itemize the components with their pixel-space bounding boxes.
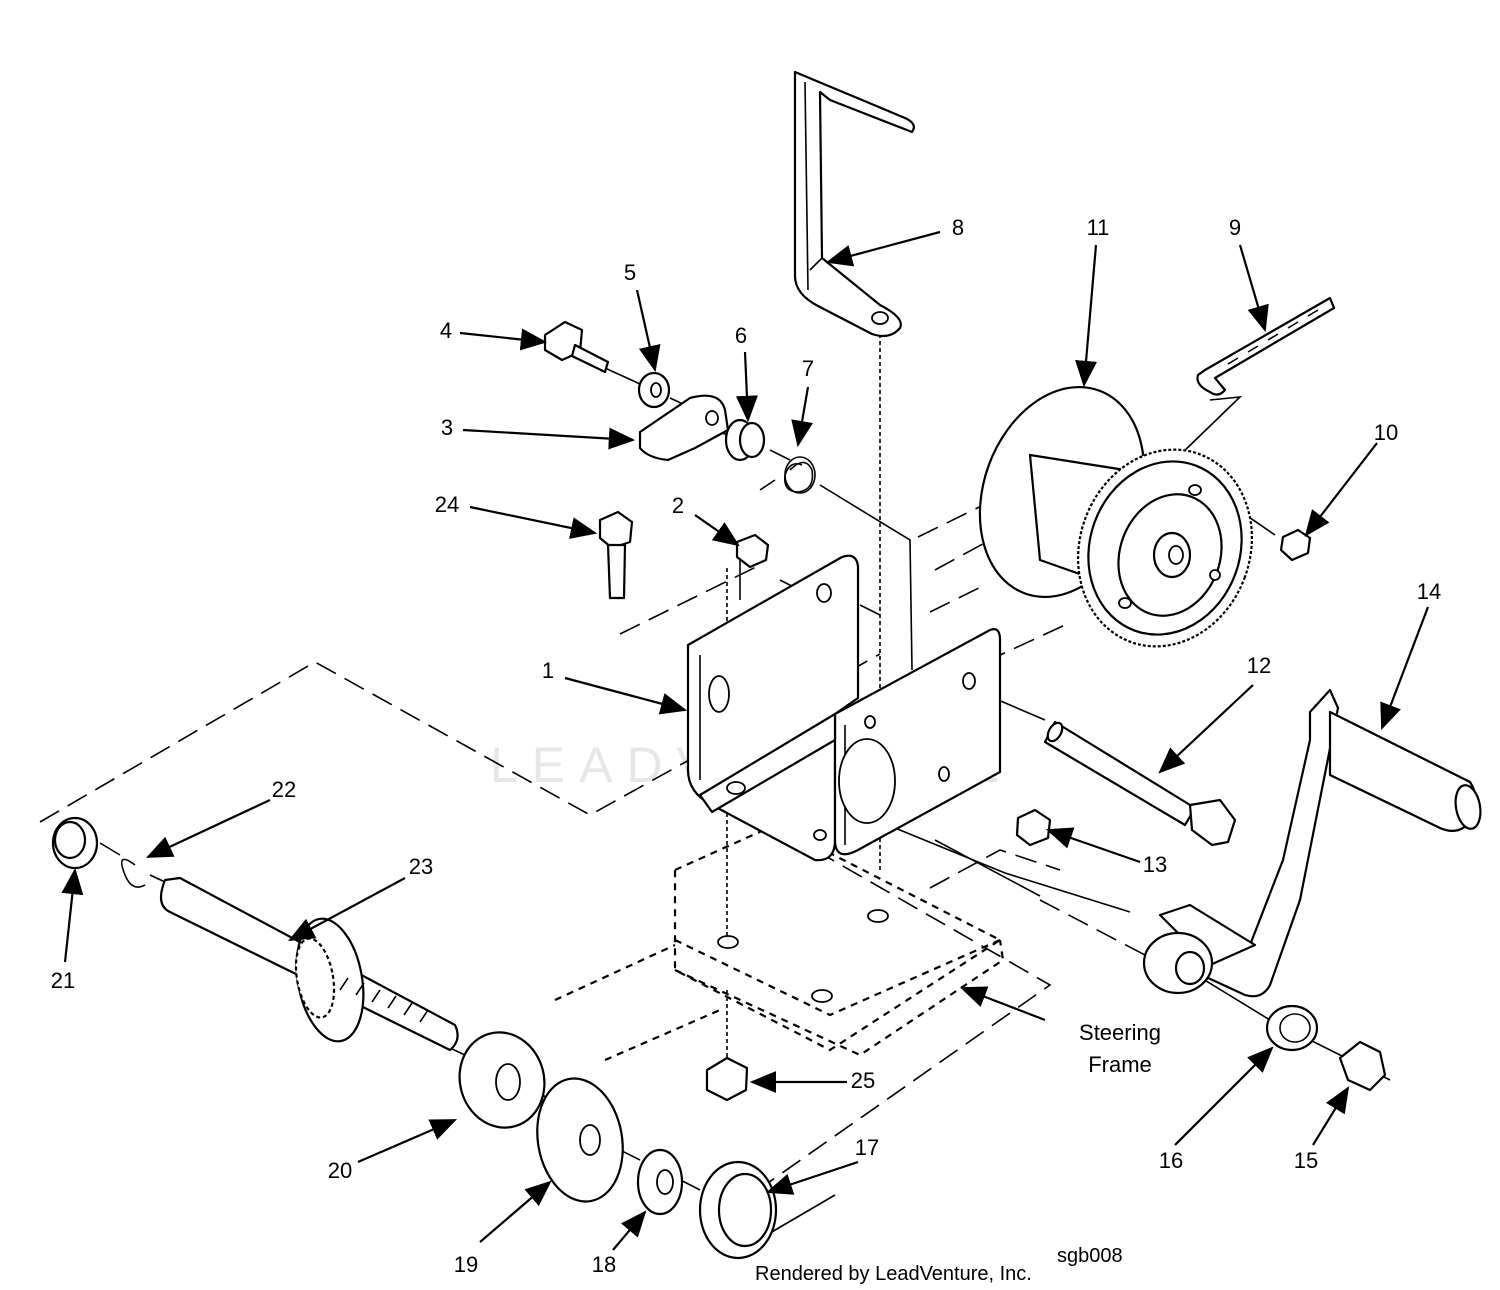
leader-arrows xyxy=(61,230,1430,1251)
callout-16: 16 xyxy=(1159,1148,1183,1173)
callout-23: 23 xyxy=(409,854,433,879)
callout-5: 5 xyxy=(624,260,636,285)
callout-11: 11 xyxy=(1087,215,1110,240)
small-hardware xyxy=(51,320,1387,1260)
callout-3: 3 xyxy=(441,415,453,440)
callout-17: 17 xyxy=(855,1135,879,1160)
callout-12: 12 xyxy=(1247,653,1271,678)
callout-19: 19 xyxy=(454,1252,478,1277)
callout-labels: 1 2 3 4 5 6 7 8 9 10 11 12 13 14 15 16 1… xyxy=(51,215,1441,1277)
callout-22: 22 xyxy=(272,777,296,802)
callout-10: 10 xyxy=(1374,420,1398,445)
callout-2: 2 xyxy=(672,493,684,518)
callout-21: 21 xyxy=(51,968,75,993)
part-23-shaft xyxy=(159,876,459,1052)
callout-8: 8 xyxy=(952,215,964,240)
callout-20: 20 xyxy=(328,1158,352,1183)
steering-frame xyxy=(554,823,1005,1062)
part-9-threaded-rod xyxy=(1196,296,1336,396)
callout-6: 6 xyxy=(735,323,747,348)
callout-18: 18 xyxy=(592,1252,616,1277)
callout-9: 9 xyxy=(1229,215,1241,240)
part-8-bent-rod xyxy=(793,70,915,338)
steering-frame-label-line2: Frame xyxy=(1088,1052,1152,1077)
callout-15: 15 xyxy=(1294,1148,1318,1173)
callout-4: 4 xyxy=(440,318,452,343)
callout-13: 13 xyxy=(1143,852,1167,877)
callout-25: 25 xyxy=(851,1068,875,1093)
footer-credit: Rendered by LeadVenture, Inc. xyxy=(755,1263,1032,1285)
steering-frame-label-line1: Steering xyxy=(1079,1020,1161,1045)
callout-14: 14 xyxy=(1417,579,1441,604)
callout-1: 1 xyxy=(542,658,554,683)
part-12-bolt xyxy=(1043,720,1237,847)
part-1-bracket xyxy=(686,554,1002,862)
callout-24: 24 xyxy=(435,492,459,517)
callout-7: 7 xyxy=(802,356,814,381)
part-11-drum-gear xyxy=(978,385,1253,648)
diagram-code: sgb008 xyxy=(1057,1245,1123,1267)
part-14-crank xyxy=(1142,688,1482,998)
